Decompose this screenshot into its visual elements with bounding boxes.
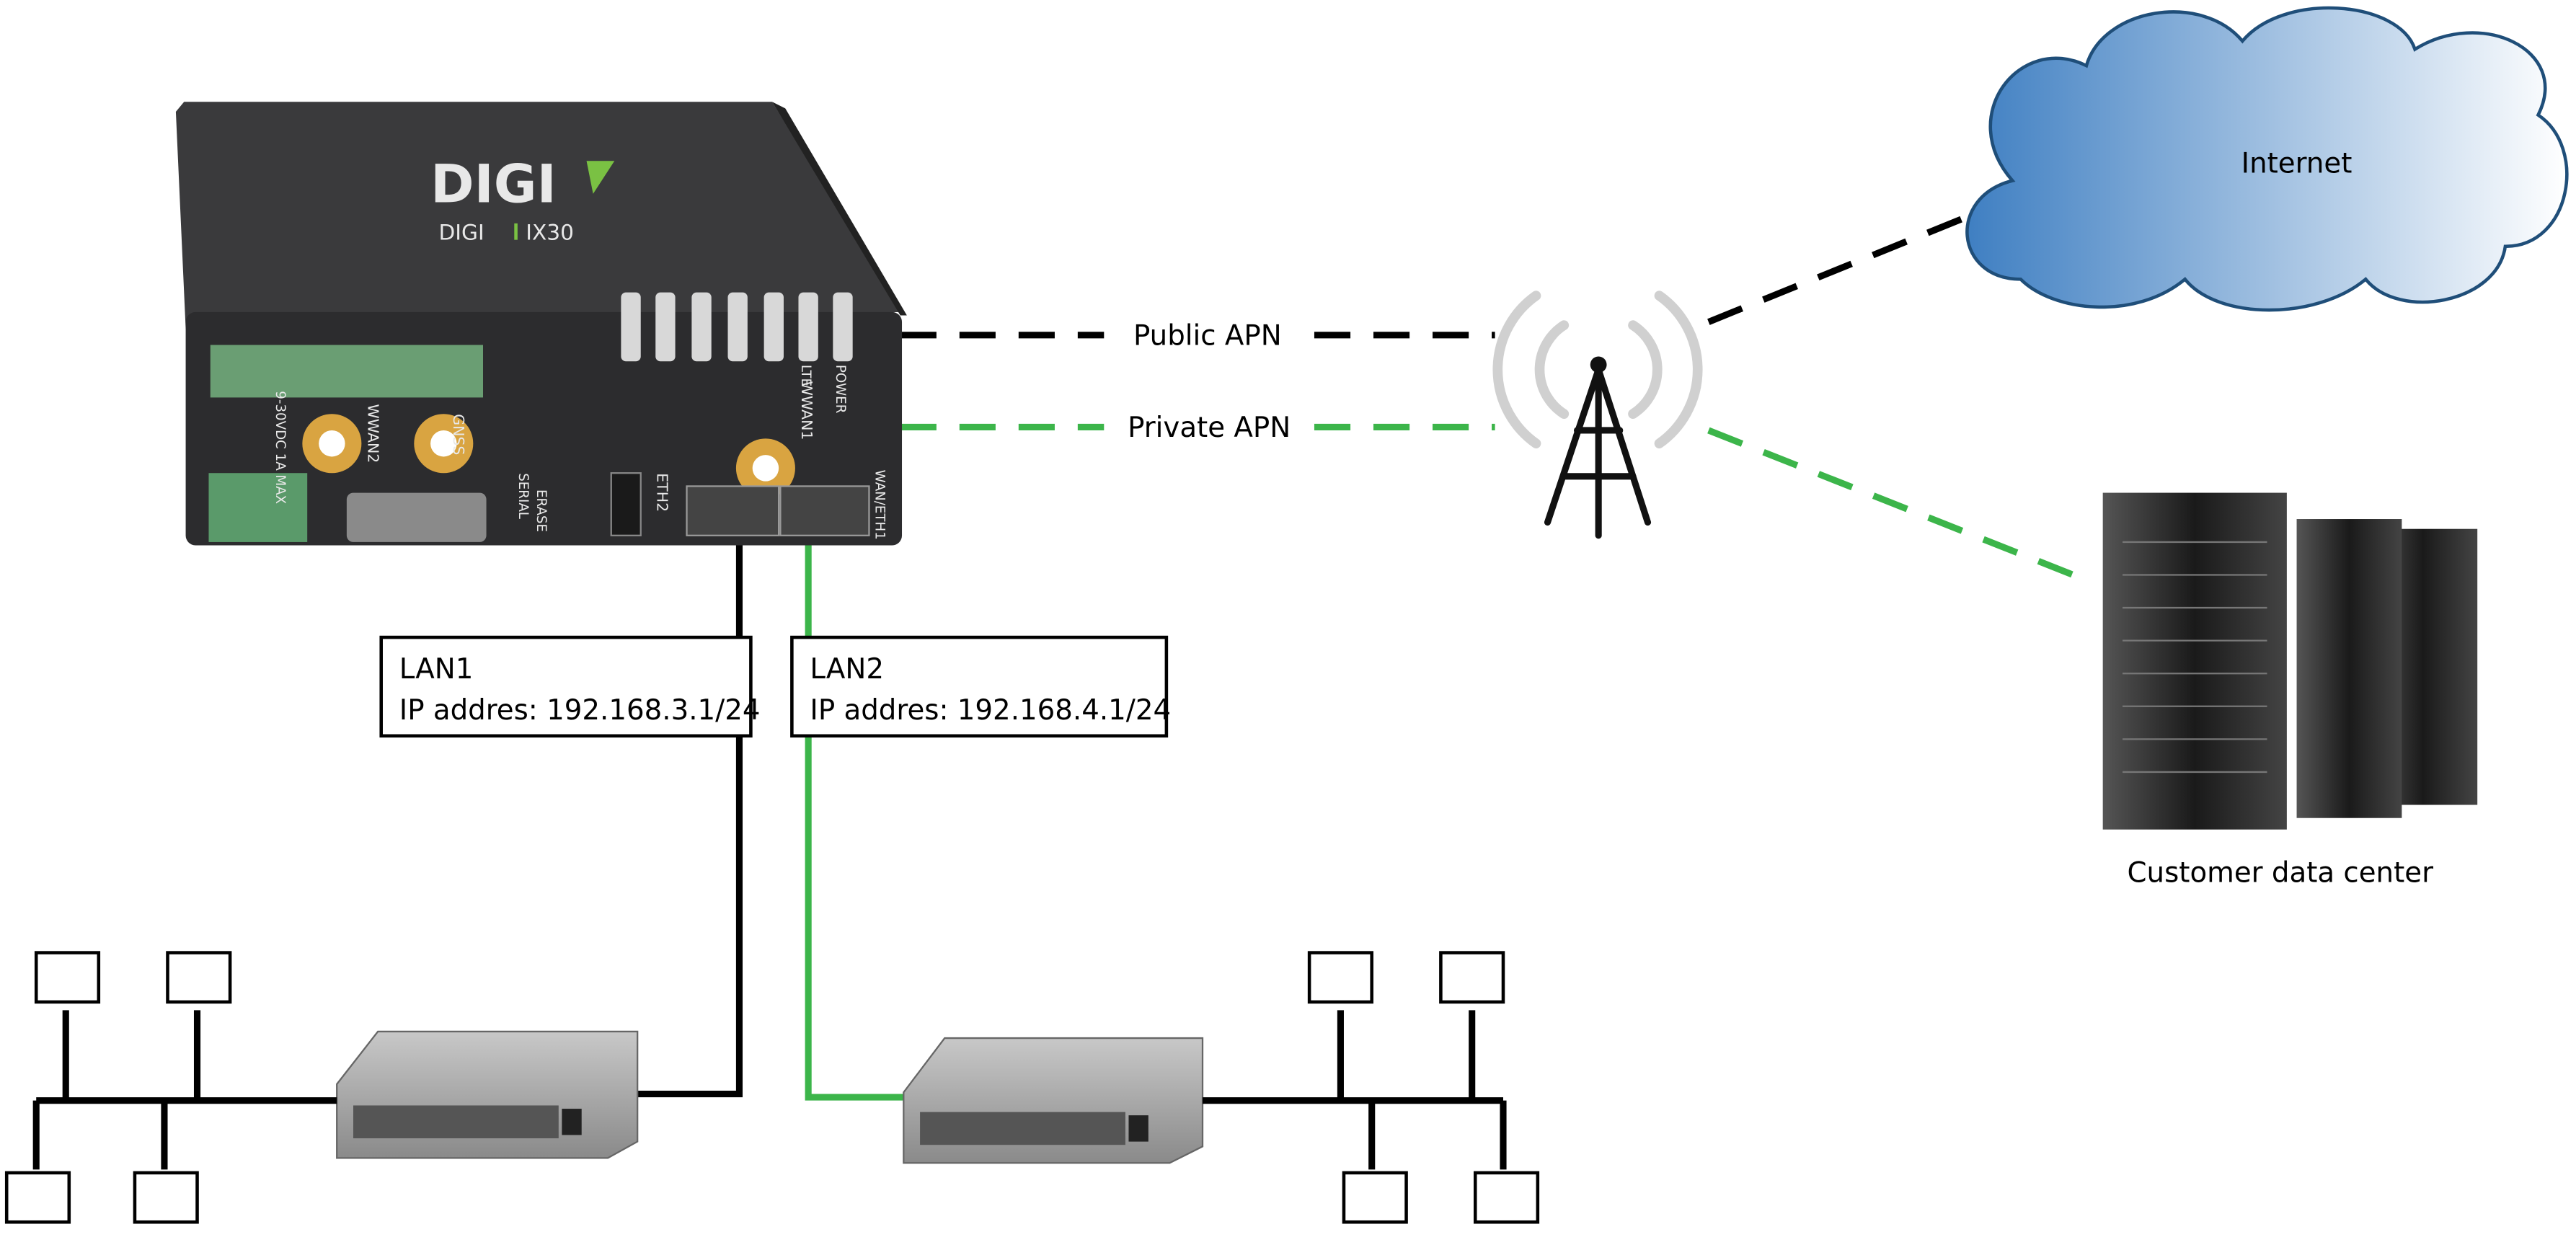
lan2-info-box: LAN2 IP addres: 192.168.4.1/24 bbox=[790, 635, 1171, 738]
eth2-port bbox=[779, 485, 870, 536]
datacenter-servers-icon: Customer data center bbox=[2102, 492, 2478, 890]
public-apn-link: Public APN bbox=[900, 197, 2009, 353]
lan2-cable bbox=[805, 541, 904, 1101]
lan1-cable bbox=[637, 541, 743, 1098]
datacenter-label: Customer data center bbox=[2128, 857, 2434, 890]
lan1-ip: IP addres: 192.168.3.1/24 bbox=[399, 694, 761, 727]
lan1-info-box: LAN1 IP addres: 192.168.3.1/24 bbox=[379, 635, 761, 738]
gnss-antenna-port bbox=[414, 414, 474, 474]
wwan2-label: WWAN2 bbox=[364, 404, 381, 464]
lan1-computers bbox=[4, 951, 337, 1224]
led-lte-label: LTE bbox=[798, 365, 813, 386]
eth2-label: ETH2 bbox=[654, 473, 671, 512]
wwan2-antenna-port bbox=[302, 414, 362, 474]
private-apn-label: Private APN bbox=[1128, 412, 1291, 444]
private-apn-link: Private APN bbox=[900, 412, 2075, 578]
cell-tower-icon bbox=[1492, 291, 1703, 539]
serial-port bbox=[346, 492, 487, 542]
wwan1-label: WWAN1 bbox=[798, 381, 815, 440]
digi-logo-mark bbox=[586, 161, 615, 194]
internet-cloud: Internet bbox=[1965, 6, 2569, 312]
lan1-switch bbox=[336, 1030, 639, 1159]
public-apn-label: Public APN bbox=[1133, 320, 1282, 353]
lan2-switch bbox=[903, 1037, 1204, 1164]
router-logo: DIGI bbox=[430, 154, 557, 215]
model-brand: DIGI bbox=[438, 221, 484, 245]
internet-label: Internet bbox=[2241, 147, 2353, 179]
gnss-label: GNSS bbox=[450, 414, 467, 455]
led-power-label: POWER bbox=[833, 365, 848, 414]
wan-label: WAN/ETH1 bbox=[872, 470, 888, 540]
power-input-label: 9-30VDC 1A MAX bbox=[273, 391, 288, 504]
router-digi-ix30: DIGI DIGI IX30 ETH2 WAN/ETH1 WWAN1 WWAN2… bbox=[175, 102, 907, 546]
erase-label: ERASE bbox=[534, 489, 549, 532]
lan2-title: LAN2 bbox=[810, 653, 884, 686]
usb-port bbox=[610, 472, 642, 536]
eth1-port bbox=[686, 485, 780, 536]
serial-label: SERIAL bbox=[515, 473, 531, 520]
led-indicators bbox=[621, 292, 853, 362]
terminal-block bbox=[210, 345, 483, 398]
power-connector bbox=[208, 473, 308, 542]
lan2-computers bbox=[1203, 951, 1540, 1224]
lan1-title: LAN1 bbox=[399, 653, 474, 686]
model-name: IX30 bbox=[526, 221, 574, 245]
lan2-ip: IP addres: 192.168.4.1/24 bbox=[810, 694, 1171, 727]
wwan1-antenna-port bbox=[735, 438, 795, 498]
